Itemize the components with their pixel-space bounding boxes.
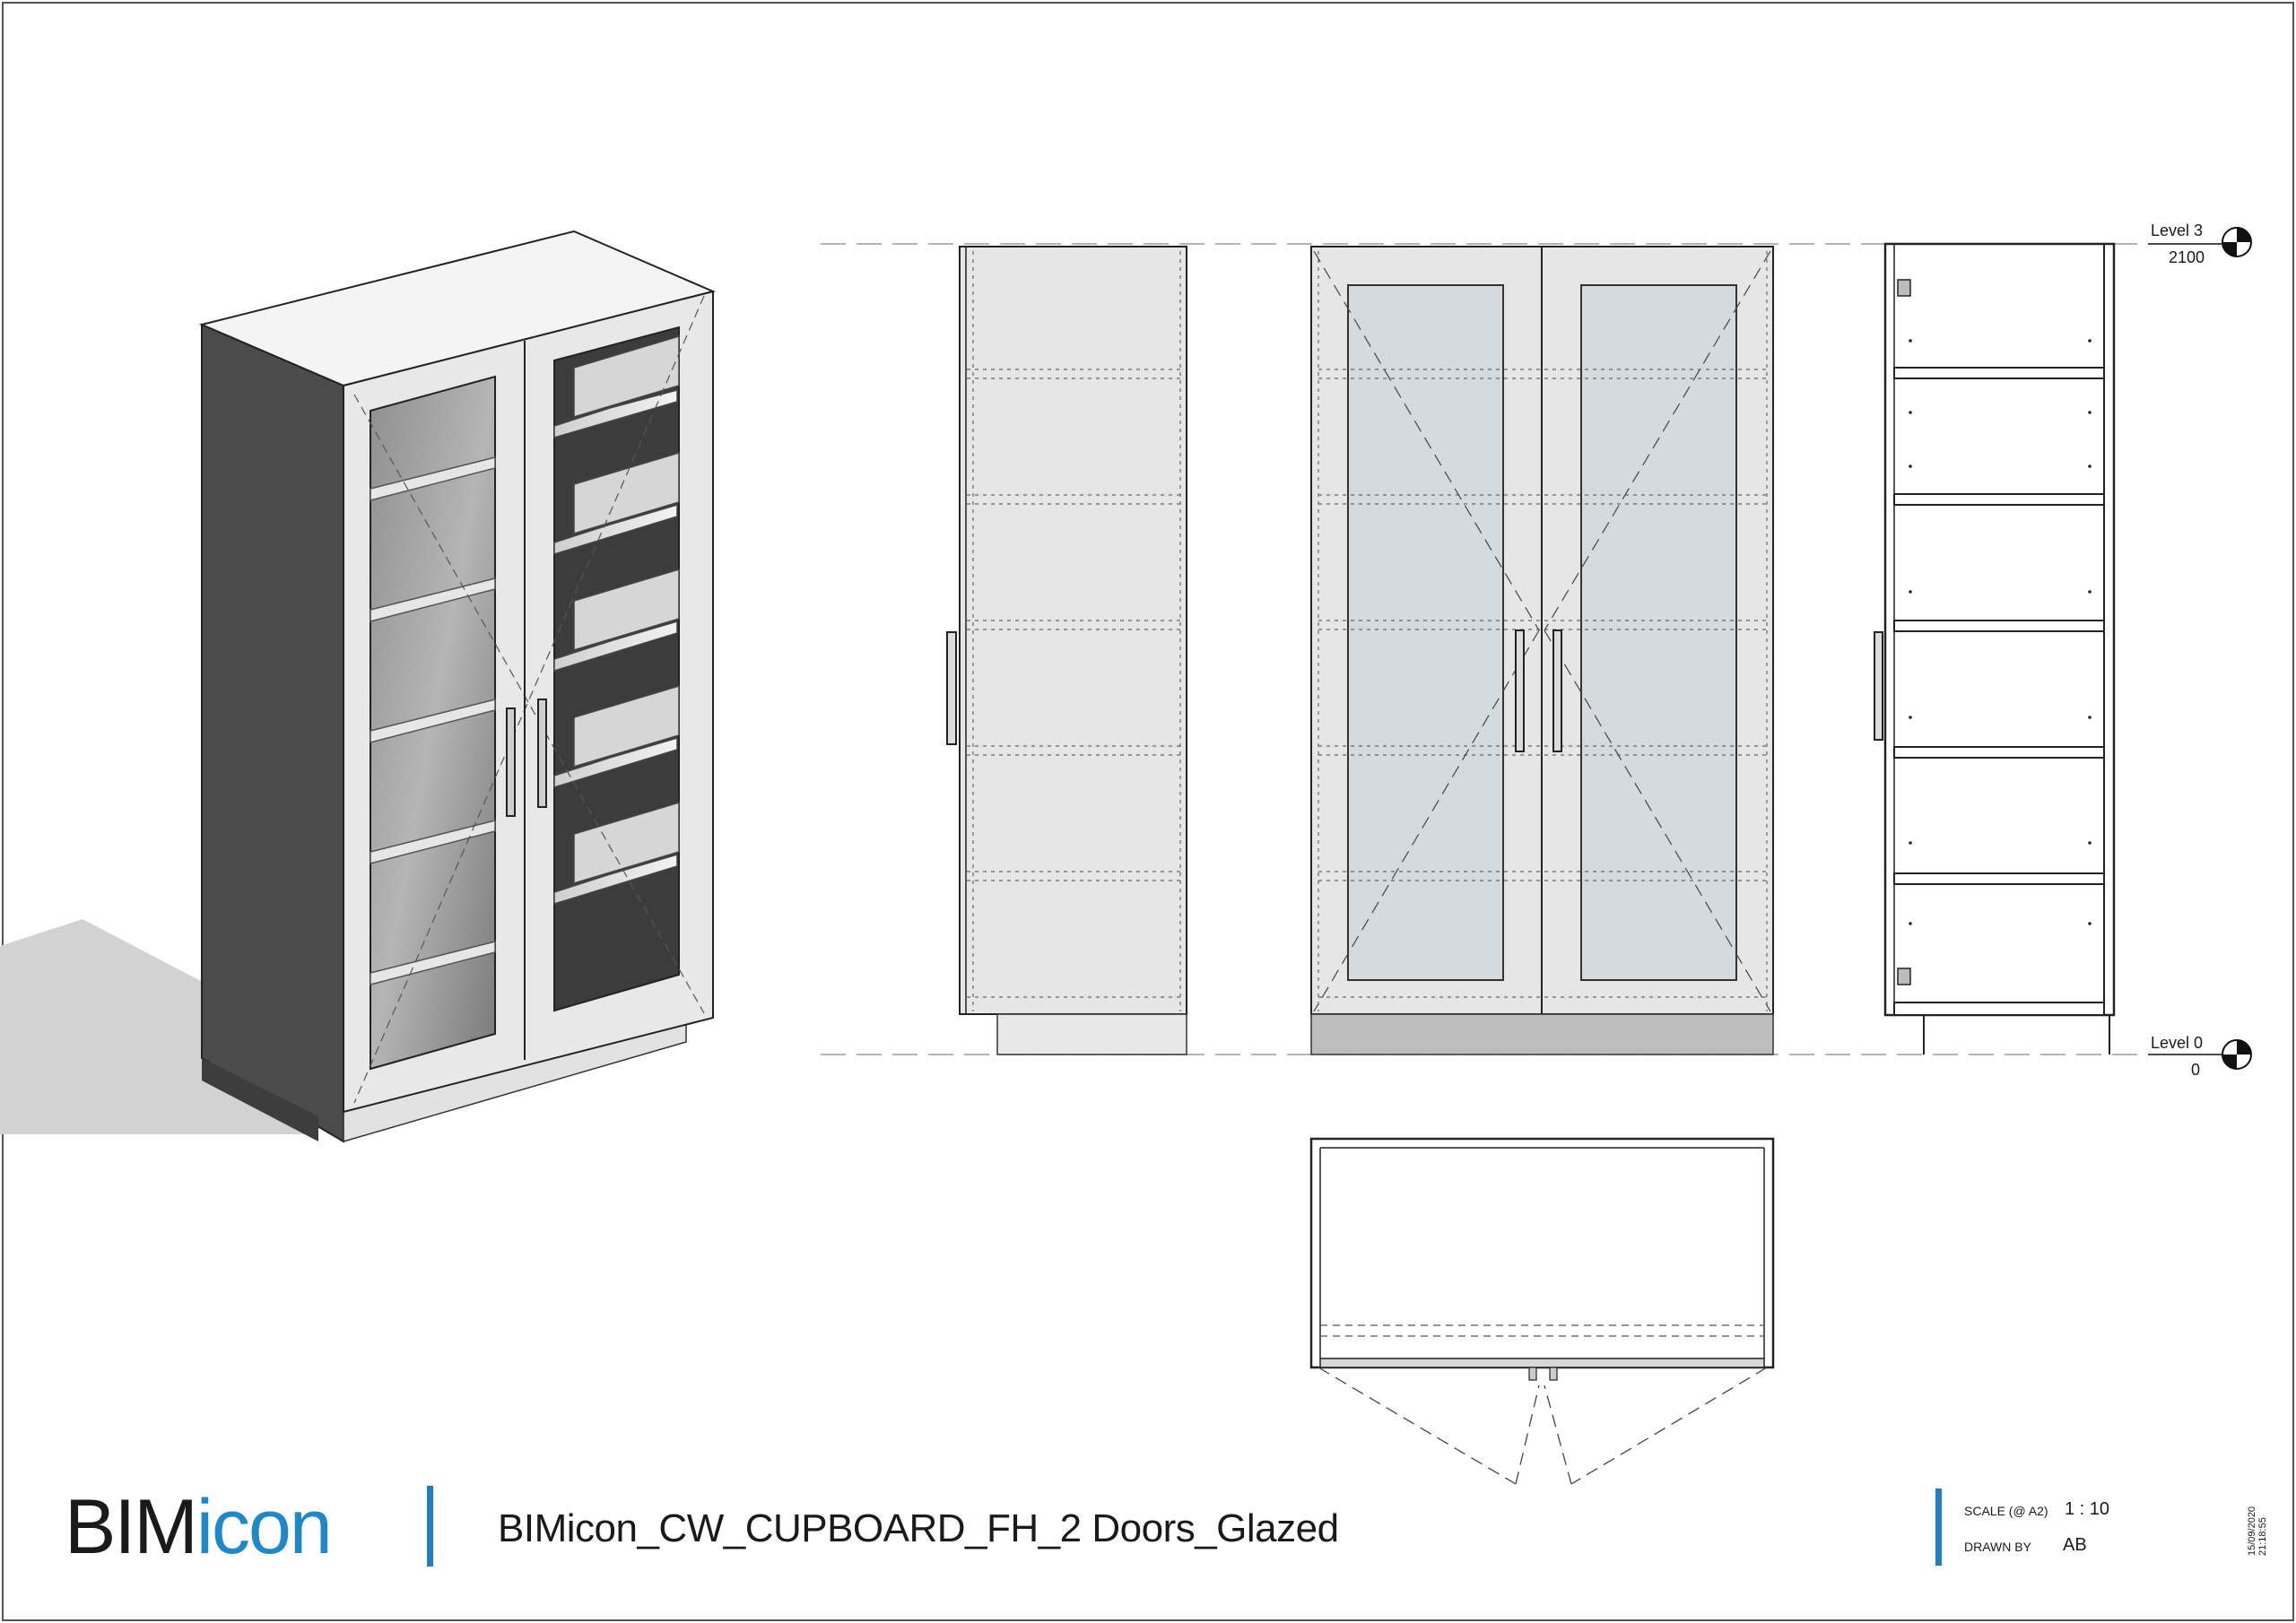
title-divider-bar <box>427 1486 433 1567</box>
front-right-glass <box>1580 284 1737 981</box>
hinge-bottom <box>1897 968 1911 985</box>
scale-divider-bar <box>1935 1488 1942 1566</box>
front-right-handle <box>1552 629 1562 752</box>
right-handle-iso <box>537 699 547 808</box>
level-top-elevation: 2100 <box>2169 248 2205 266</box>
cabinet-side-panel <box>201 323 344 1143</box>
isometric-view <box>0 230 717 1143</box>
level-datum-icon <box>2148 227 2252 257</box>
section-handle <box>1874 631 1883 741</box>
scale-label: SCALE (@ A2) <box>1964 1504 2048 1518</box>
door-swing-lines-iso <box>353 295 705 1104</box>
drawing-title: BIMicon_CW_CUPBOARD_FH_2 Doors_Glazed <box>498 1506 1339 1550</box>
plot-time-value: 21:18:55 <box>2257 1517 2269 1556</box>
level-bottom-name: Level 0 <box>2151 1034 2204 1052</box>
side-elevation <box>946 246 1187 1055</box>
left-handle-iso <box>506 707 516 817</box>
drawn-by-label: DRAWN BY <box>1964 1540 2031 1554</box>
front-left-glass <box>1347 284 1504 981</box>
level-datum-icon <box>2148 1039 2252 1070</box>
plot-date: 15/09/2020 21:18:55 <box>2247 1506 2268 1556</box>
logo-suffix: icon <box>196 1484 333 1570</box>
front-left-handle <box>1515 629 1525 752</box>
level-bottom-elevation: 0 <box>2191 1061 2201 1079</box>
right-door-shelves <box>553 334 680 906</box>
level-top-name: Level 3 <box>2151 221 2204 239</box>
cabinet-plinth-side <box>202 1058 318 1141</box>
drawn-by-value: AB <box>2063 1535 2087 1555</box>
side-handle <box>946 631 957 745</box>
scale-value: 1 : 10 <box>2065 1499 2110 1519</box>
logo-prefix: BIM <box>65 1484 198 1570</box>
section-view <box>1874 242 2116 1055</box>
bimicon-logo: BIMicon <box>65 1488 333 1566</box>
front-elevation <box>1310 246 1774 1055</box>
plot-date-value: 15/09/2020 <box>2247 1506 2257 1556</box>
hinge-top <box>1897 279 1911 297</box>
door-swing-lines-front <box>1313 250 1771 1012</box>
plan-view <box>1309 1137 1775 1485</box>
